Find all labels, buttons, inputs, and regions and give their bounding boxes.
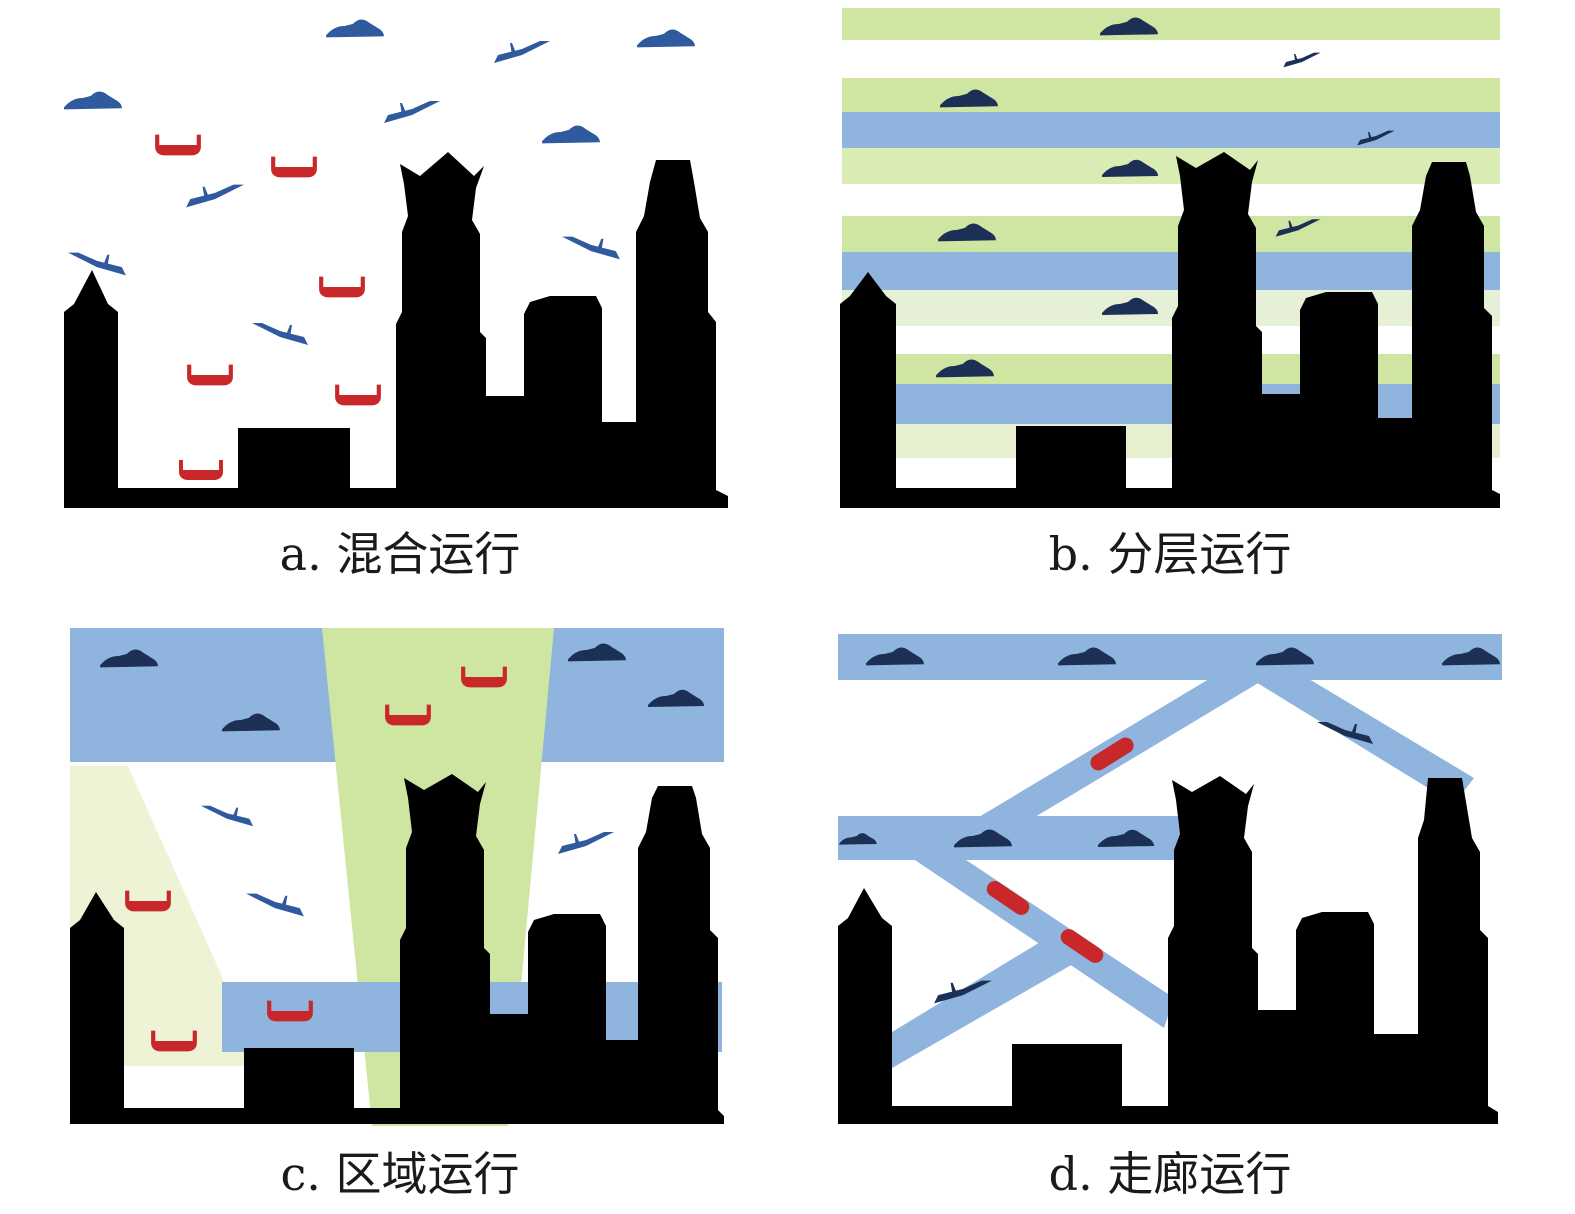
fixed-wing-drone-icon — [326, 19, 384, 38]
fixed-wing-drone-icon — [252, 323, 308, 345]
caption-c: c. 区域运行 — [280, 1147, 520, 1201]
panel-c-illustration — [70, 628, 724, 1126]
air-corridor — [838, 634, 1502, 680]
fixed-wing-drone-icon — [558, 832, 614, 854]
multirotor-drone-icons — [986, 737, 1134, 963]
altitude-layer — [842, 216, 1500, 252]
fixed-wing-drone-icon — [64, 91, 122, 110]
multirotor-drone-icon — [319, 276, 365, 298]
multirotor-drone-icon — [187, 364, 233, 386]
altitude-layer — [842, 112, 1500, 148]
multirotor-drone-icon — [1060, 929, 1104, 963]
city-skyline — [64, 152, 728, 508]
fixed-wing-drone-icon — [562, 236, 620, 260]
city-skyline — [70, 774, 724, 1124]
multirotor-drone-icon — [986, 881, 1030, 915]
fixed-wing-drone-icon — [1283, 52, 1321, 68]
altitude-layer — [842, 8, 1500, 40]
multirotor-drone-icon — [271, 156, 317, 178]
altitude-layer — [842, 252, 1500, 290]
fixed-wing-drone-icon — [186, 184, 244, 208]
fixed-wing-drone-icon — [200, 805, 254, 827]
multirotor-drone-icon — [335, 384, 381, 406]
caption-b: b. 分层运行 — [1048, 527, 1292, 581]
fixed-wing-drone-icon — [637, 29, 695, 48]
altitude-layer — [842, 290, 1500, 326]
panel-b-layered-operation — [838, 4, 1503, 512]
panel-a-illustration — [64, 19, 728, 508]
altitude-layers — [842, 8, 1500, 458]
panel-d-corridor-operation — [834, 630, 1506, 1128]
panel-a-mixed-operation — [60, 12, 735, 512]
air-corridor — [892, 930, 1080, 1068]
fixed-wing-drone-icon — [494, 41, 550, 63]
fixed-wing-drone-icon — [384, 101, 440, 123]
multirotor-drone-icon — [1090, 737, 1134, 771]
altitude-layer — [842, 148, 1500, 184]
multirotor-drone-icon — [179, 460, 223, 480]
air-corridor — [906, 852, 1174, 1028]
city-skyline — [840, 152, 1500, 508]
panel-c-zonal-operation — [66, 626, 728, 1128]
fixed-wing-drone-icon — [542, 125, 600, 144]
caption-a: a. 混合运行 — [279, 527, 521, 581]
panel-d-illustration — [838, 634, 1502, 1124]
fixed-wing-drone-icon — [246, 893, 304, 917]
fixed-wing-drone-icons — [64, 19, 695, 345]
panel-b-illustration — [840, 8, 1500, 508]
multirotor-drone-icon — [155, 134, 201, 156]
city-skyline — [838, 776, 1498, 1124]
fixed-wing-drone-icon — [68, 252, 126, 276]
caption-d: d. 走廊运行 — [1048, 1147, 1292, 1201]
